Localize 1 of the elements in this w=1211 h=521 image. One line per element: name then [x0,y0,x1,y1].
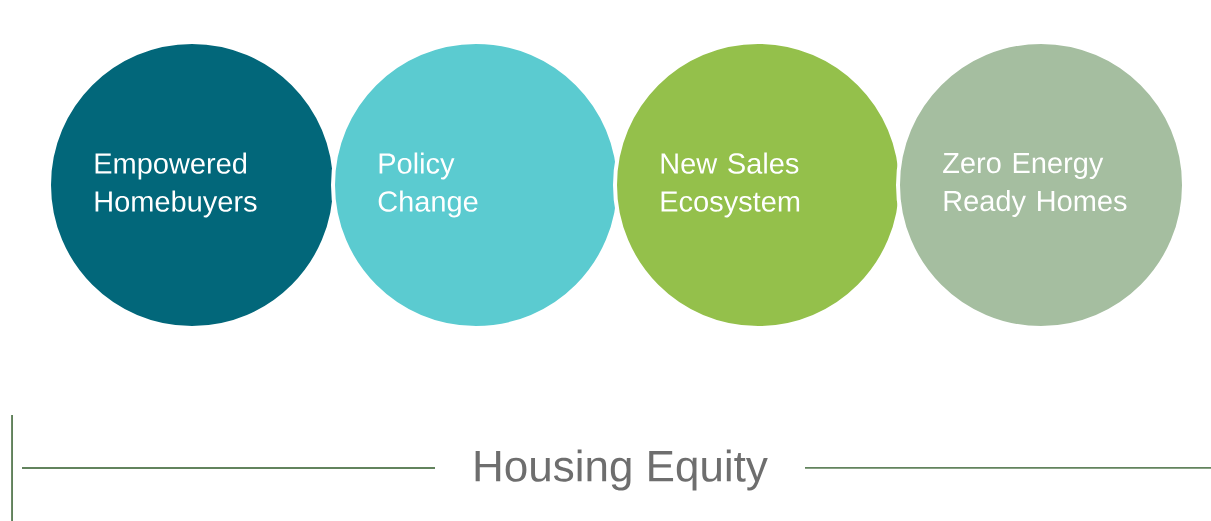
section-title: Housing Equity [475,449,768,491]
